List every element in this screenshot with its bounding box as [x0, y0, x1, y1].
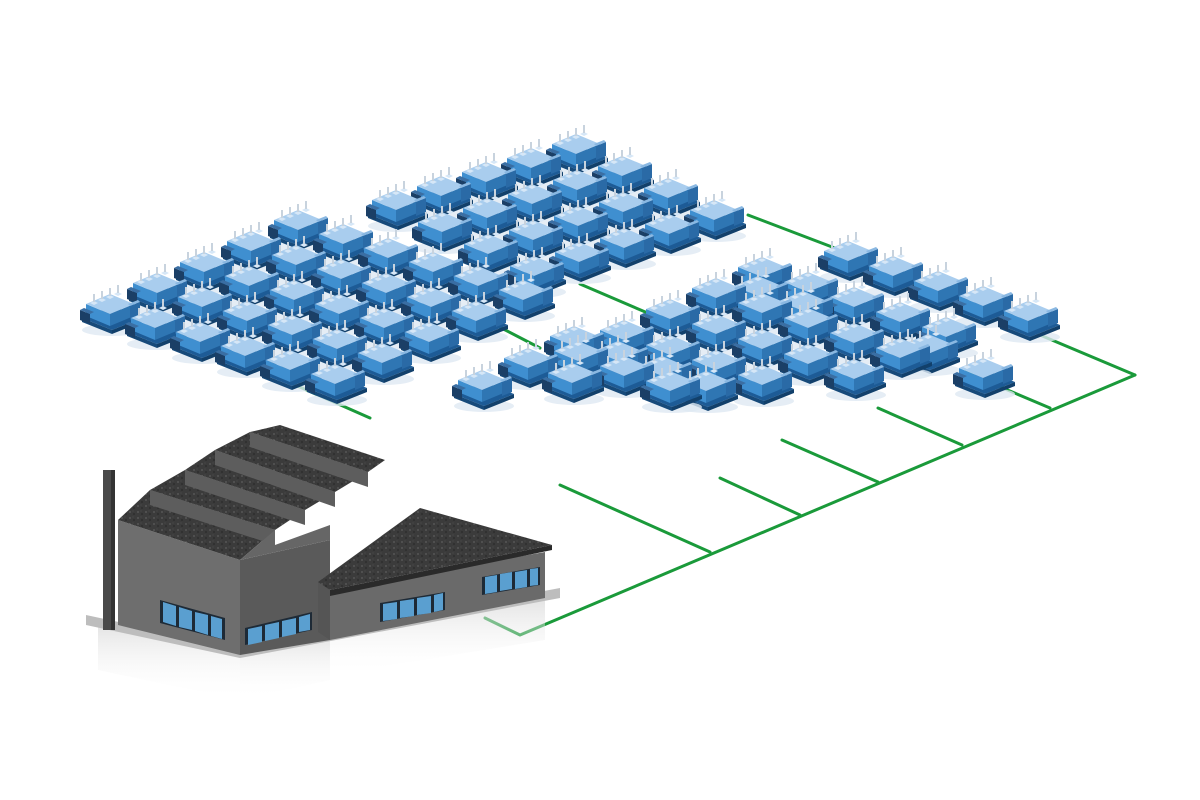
cable-line — [718, 476, 802, 517]
generator-icon — [640, 362, 702, 413]
generator-icon — [412, 203, 474, 254]
generator-field — [80, 125, 1060, 413]
cable-line — [780, 438, 880, 484]
generator-icon — [352, 334, 414, 385]
window-row — [160, 600, 312, 645]
generator-icon — [686, 269, 748, 320]
generator-icon — [305, 355, 367, 406]
cable-line — [876, 406, 964, 447]
generator-icon — [953, 349, 1015, 400]
generator-icon — [592, 147, 654, 198]
generator-icon — [170, 313, 232, 364]
generator-icon — [684, 191, 746, 242]
annex-roof — [318, 508, 552, 590]
cable-line — [746, 213, 842, 252]
generator-icon — [870, 329, 932, 380]
generator-icon — [493, 271, 555, 322]
generator-icon — [998, 292, 1060, 343]
generator-icon — [542, 354, 604, 405]
generator-icon — [366, 181, 428, 232]
generator-icon — [732, 320, 794, 371]
generator-icon — [354, 299, 416, 350]
cable-line — [578, 282, 652, 316]
cable-line — [558, 483, 712, 554]
generator-icon — [824, 350, 886, 401]
generator-icon — [399, 313, 461, 364]
generator-icon — [446, 292, 508, 343]
generator-icon — [125, 299, 187, 350]
cable-line — [483, 373, 1137, 637]
generator-icon — [452, 361, 514, 412]
generator-icon — [501, 139, 563, 190]
factory-icon — [86, 425, 560, 700]
cable-line — [1038, 333, 1137, 377]
